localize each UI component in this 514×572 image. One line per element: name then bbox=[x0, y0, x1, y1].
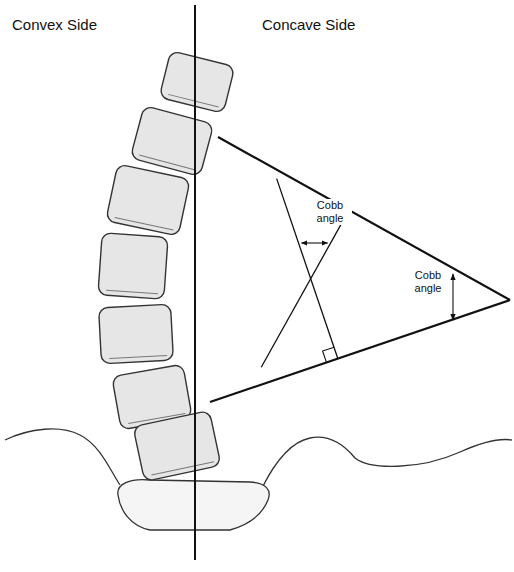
vertebra bbox=[98, 233, 168, 299]
perpendicular-line bbox=[261, 210, 349, 367]
vertebra bbox=[130, 106, 214, 177]
endplate-line bbox=[218, 137, 510, 300]
sacrum bbox=[118, 480, 269, 530]
angle-arrow bbox=[302, 242, 328, 243]
vertebra bbox=[99, 304, 174, 364]
side-label: Concave Side bbox=[262, 16, 412, 33]
angle-label: Cobb angle bbox=[308, 199, 352, 224]
endplate-line bbox=[210, 300, 510, 402]
side-label: Convex Side bbox=[12, 16, 152, 33]
midline bbox=[194, 5, 196, 560]
iliac-wing bbox=[5, 429, 120, 485]
right-angle-mark bbox=[323, 347, 334, 362]
vertebra bbox=[159, 51, 235, 114]
vertebra bbox=[106, 164, 190, 236]
vertebra bbox=[133, 411, 221, 482]
angle-label: Cobb angle bbox=[406, 269, 450, 294]
iliac-wing bbox=[262, 437, 512, 488]
angle-arrow bbox=[452, 274, 453, 320]
